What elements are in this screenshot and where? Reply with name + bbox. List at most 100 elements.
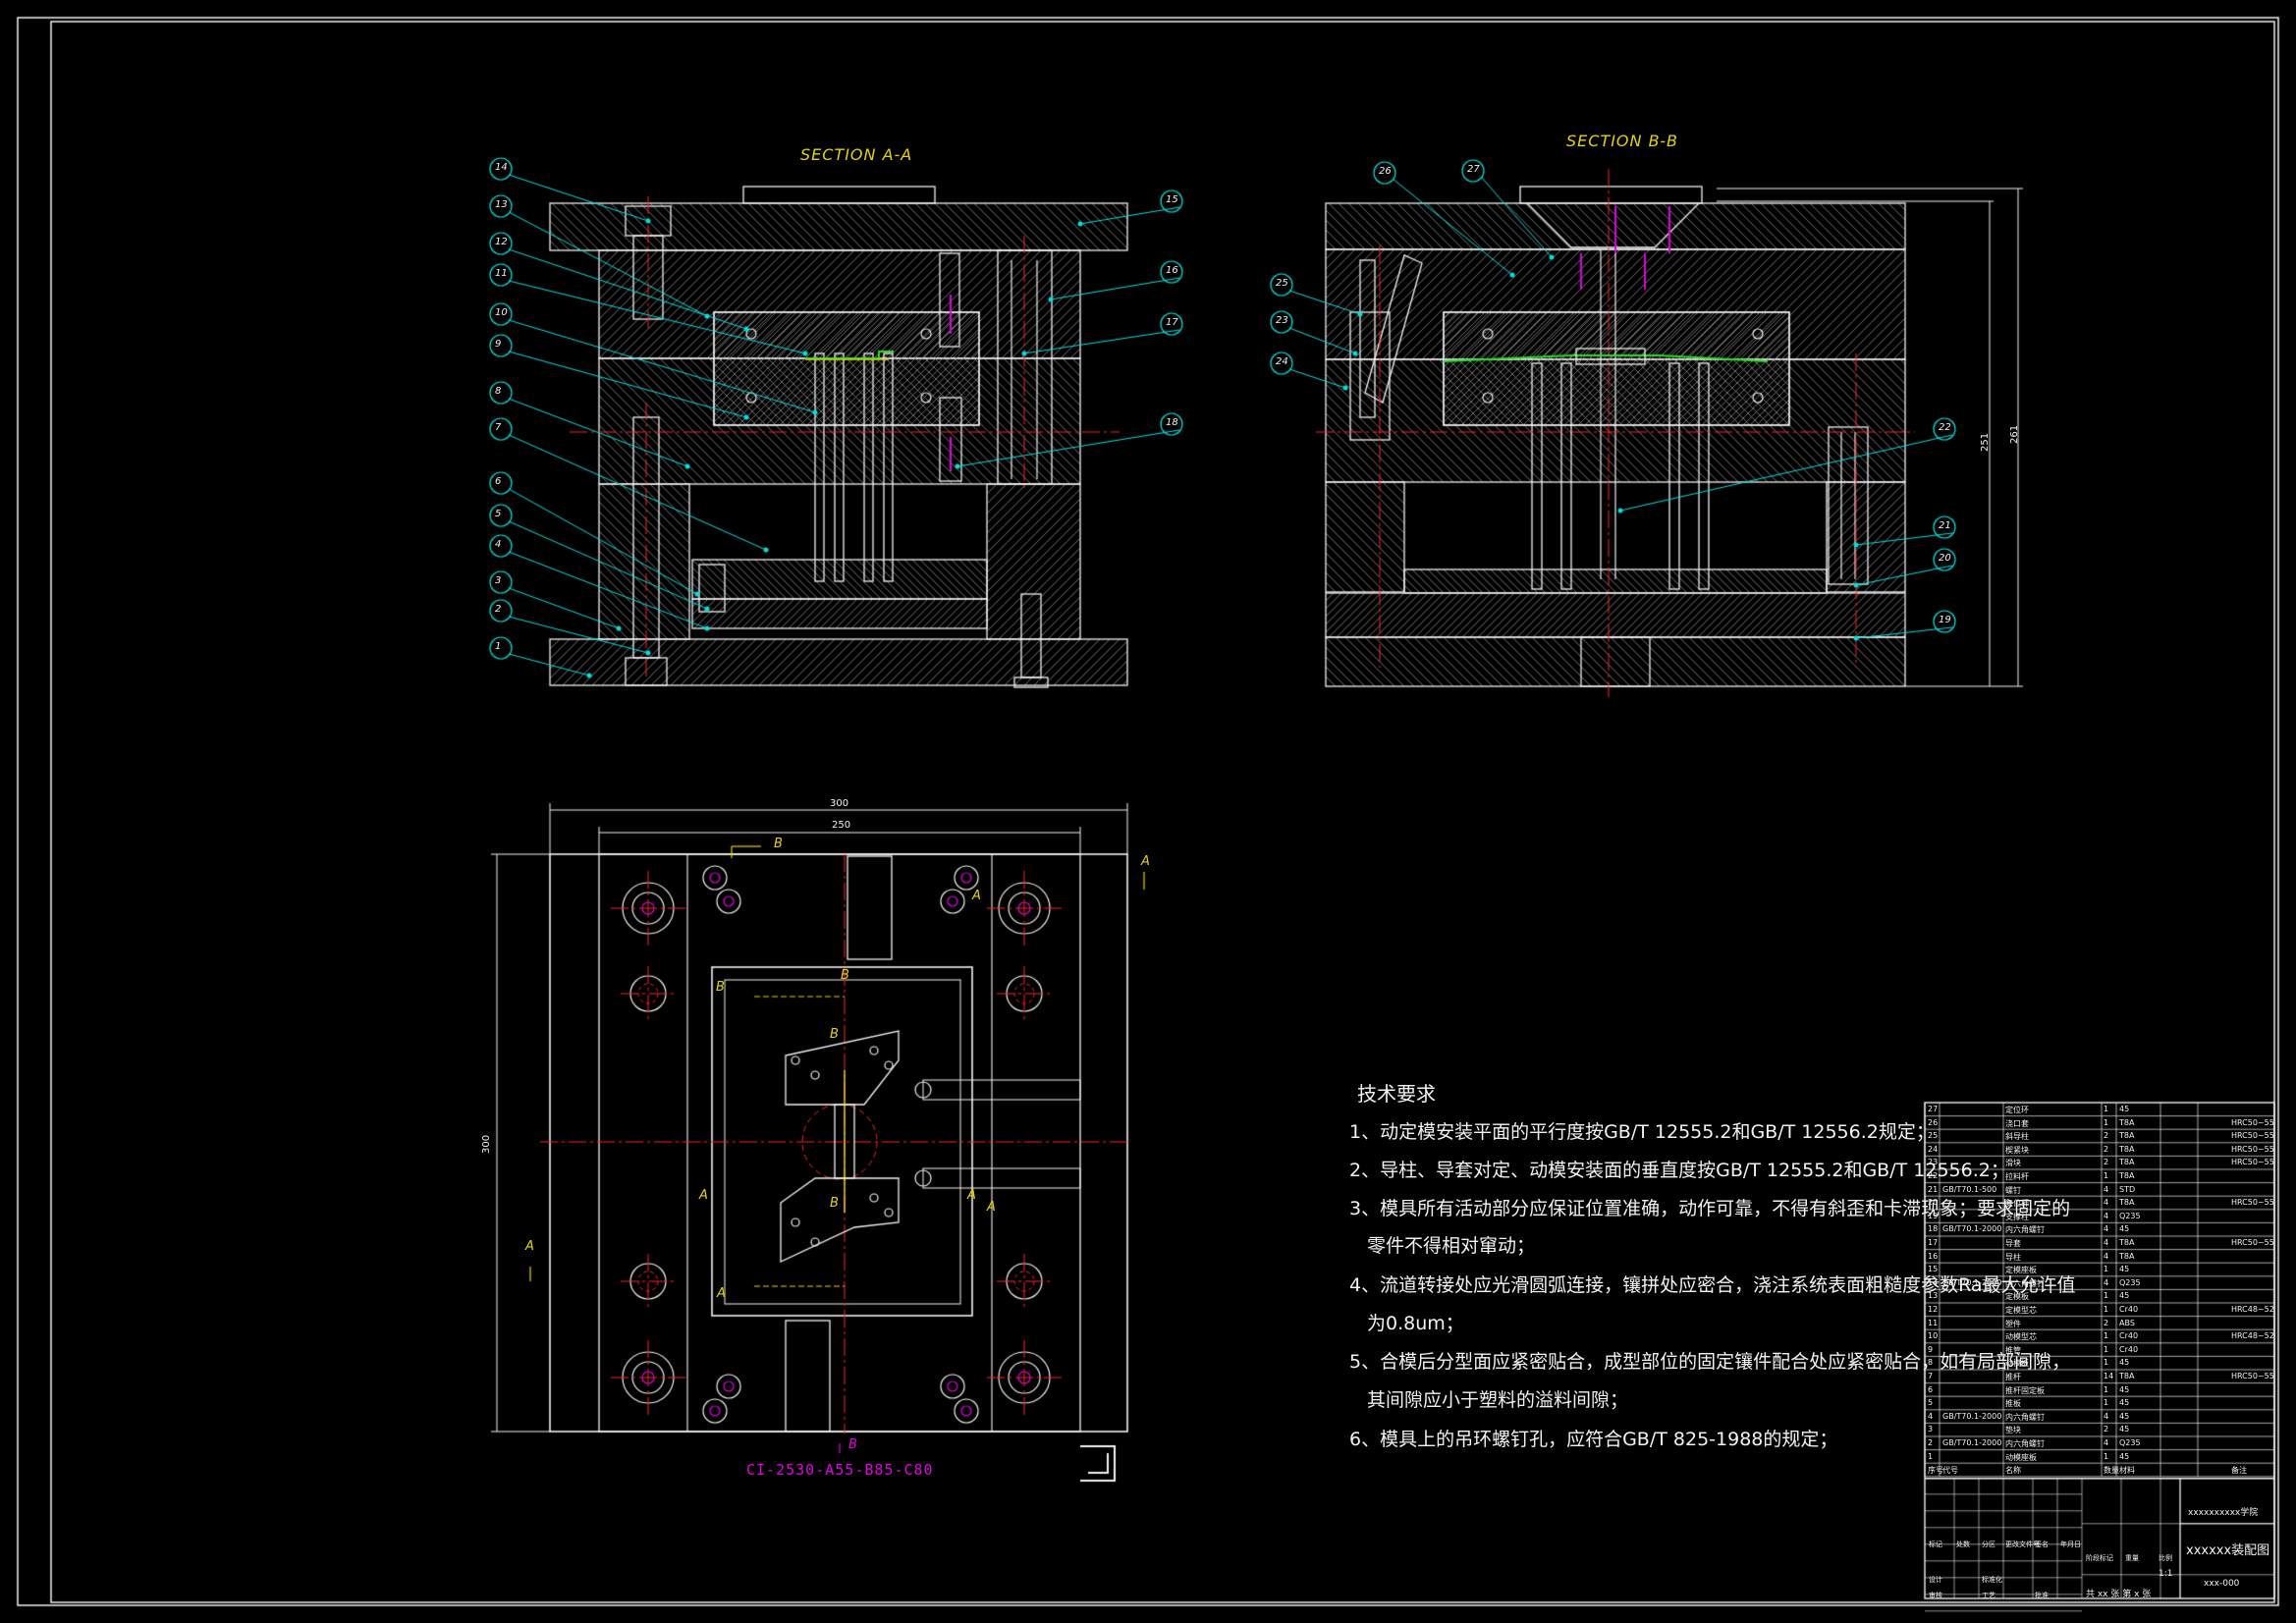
section-a-callout-12: 12 (495, 237, 508, 247)
bom-cell: 45 (2119, 1105, 2130, 1113)
bom-cell: 内六角螺钉 (2005, 1439, 2045, 1448)
bom-cell: 1 (2104, 1451, 2109, 1461)
bom-cell: 内六角螺钉 (2005, 1412, 2045, 1422)
bom-cell: HRC50~55 (2231, 1144, 2274, 1154)
bom-cell: T8A (2119, 1198, 2135, 1208)
section-b-callout-19: 19 (1939, 615, 1951, 625)
bom-cell: 4 (2104, 1184, 2109, 1194)
bom-cell: HRC50~55 (2231, 1238, 2274, 1247)
mark-a-inner-1: A (699, 1188, 708, 1203)
title-block-label: 更改文件号 (2005, 1541, 2040, 1548)
bom-cell: 45 (2119, 1398, 2130, 1408)
bom-cell: 7 (1928, 1372, 1934, 1380)
bom-cell: 45 (2119, 1291, 2130, 1301)
bom-cell: 45 (2119, 1425, 2130, 1434)
cut-mark-b-top: B (774, 837, 783, 851)
title-block-label: 阶段标记 (2086, 1554, 2113, 1562)
bom-cell: 推管 (2005, 1345, 2021, 1355)
requirement-line-1: 1、动定模安装平面的平行度按GB/T 12555.2和GB/T 12556.2规… (1349, 1121, 1935, 1143)
bom-cell: 2 (2104, 1425, 2109, 1434)
section-b-callout-26: 26 (1379, 166, 1392, 177)
bom-header-cell: 名称 (2005, 1466, 2021, 1476)
bom-cell: 4 (2104, 1277, 2109, 1287)
section-a-callout-3: 3 (495, 575, 502, 586)
bom-header-cell: 代号 (1942, 1466, 1958, 1476)
mark-b-inner-2: B (841, 968, 849, 983)
title-block-label: 处数 (1956, 1541, 1970, 1548)
bom-cell: 导柱 (2005, 1252, 2021, 1262)
bom-cell: 45 (2119, 1265, 2130, 1274)
title-block-label: 分区 (1982, 1541, 1995, 1548)
section-a-callout-13: 13 (495, 199, 508, 210)
bom-cell: 1 (1928, 1451, 1934, 1461)
requirement-line-7: 5、合模后分型面应紧密贴合，成型部位的固定镶件配合处应紧密贴合，如有局部间隙， (1349, 1351, 2071, 1373)
bom-cell: 26 (1928, 1117, 1939, 1127)
bom-cell: 定位环 (2005, 1106, 2029, 1114)
bom-header-cell: 数量 (2104, 1466, 2119, 1476)
bom-cell: 22 (1928, 1171, 1939, 1180)
bom-cell: 45 (2119, 1358, 2130, 1368)
title-scale: 1:1 (2159, 1569, 2173, 1579)
mark-a-inner-3: A (967, 1188, 976, 1203)
section-a-callout-10: 10 (495, 307, 508, 318)
bom-cell: 楔紧块 (2005, 1145, 2029, 1155)
section-b-callout-21: 21 (1939, 520, 1951, 531)
section-b-title: SECTION B-B (1566, 132, 1679, 150)
mold-code: CI-2530-A55-B85-C80 (746, 1461, 934, 1479)
section-a-callout-2: 2 (495, 604, 502, 615)
bom-cell: 5 (1928, 1398, 1934, 1408)
bom-cell: 复位杆 (2005, 1199, 2029, 1209)
title-block-label: 重量 (2125, 1554, 2139, 1562)
requirement-line-6: 为0.8um； (1367, 1313, 1464, 1334)
section-a-title: SECTION A-A (800, 145, 913, 164)
bom-cell: T8A (2119, 1144, 2135, 1154)
title-block-label: 标准化 (1982, 1576, 2002, 1584)
dim-height-b2: 261 (2009, 424, 2020, 444)
section-a-callout-9: 9 (495, 339, 502, 350)
bom-header-cell: 材料 (2119, 1466, 2135, 1476)
dim-width-inner: 250 (832, 820, 851, 831)
bom-header-cell: 序号 (1928, 1466, 1943, 1476)
bom-cell: 螺钉 (2005, 1185, 2021, 1195)
bom-cell: GB/T70.1-2000 (1942, 1438, 2002, 1447)
title-drawing-name: xxxxxx装配图 (2186, 1543, 2270, 1558)
section-a-callout-18: 18 (1166, 417, 1178, 428)
bom-cell: 21 (1928, 1184, 1939, 1194)
bom-cell: Cr40 (2119, 1305, 2139, 1314)
title-block-label: 比例 (2159, 1554, 2172, 1562)
bom-cell: 动模板 (2005, 1359, 2029, 1369)
bom-cell: 12 (1928, 1305, 1939, 1314)
bom-cell: 2 (2104, 1144, 2109, 1154)
title-block-label: 标记 (1929, 1541, 1942, 1548)
bom-cell: 动模座板 (2005, 1452, 2037, 1462)
bom-cell: 支撑柱 (2005, 1212, 2029, 1221)
requirement-line-9: 6、模具上的吊环螺钉孔，应符合GB/T 825-1988的规定； (1349, 1429, 1838, 1450)
bom-cell: 推杆 (2005, 1373, 2021, 1381)
bom-cell: 内六角螺钉 (2005, 1278, 2045, 1288)
title-block-label: 签名 (2035, 1541, 2049, 1548)
bom-cell: T8A (2119, 1238, 2135, 1247)
bom-cell: HRC50~55 (2231, 1158, 2274, 1167)
bom-cell: GB/T70.1-2000 (1942, 1224, 2002, 1234)
bom-cell: 定模型芯 (2005, 1306, 2037, 1315)
section-a-callout-17: 17 (1166, 317, 1178, 328)
section-a-callout-1: 1 (495, 641, 502, 652)
section-b-callout-25: 25 (1276, 278, 1288, 289)
requirement-line-2: 2、导柱、导套对定、动模安装面的垂直度按GB/T 12555.2和GB/T 12… (1349, 1160, 2009, 1181)
bom-cell: ABS (2119, 1318, 2135, 1327)
bom-cell: 1 (2104, 1398, 2109, 1408)
section-b-callout-27: 27 (1467, 164, 1480, 175)
mark-b-inner-1: B (716, 980, 725, 995)
bom-cell: 1 (2104, 1344, 2109, 1354)
bom-cell: 定模板 (2005, 1292, 2029, 1302)
mark-a-inner-4: A (717, 1286, 726, 1301)
bom-cell: HRC48~52 (2231, 1305, 2274, 1314)
requirement-line-3: 3、模具所有活动部分应保证位置准确，动作可靠，不得有斜歪和卡滞现象；要求固定的 (1349, 1198, 2071, 1219)
bom-cell: GB/T70.1-2000 (1942, 1411, 2002, 1421)
bom-cell: 3 (1928, 1425, 1934, 1434)
bom-cell: 45 (2119, 1224, 2130, 1234)
bom-cell: 塑件 (2005, 1319, 2021, 1328)
bom-cell: 18 (1928, 1224, 1939, 1234)
title-block-label: 审核 (1929, 1592, 1942, 1599)
section-b-callout-22: 22 (1939, 422, 1951, 433)
